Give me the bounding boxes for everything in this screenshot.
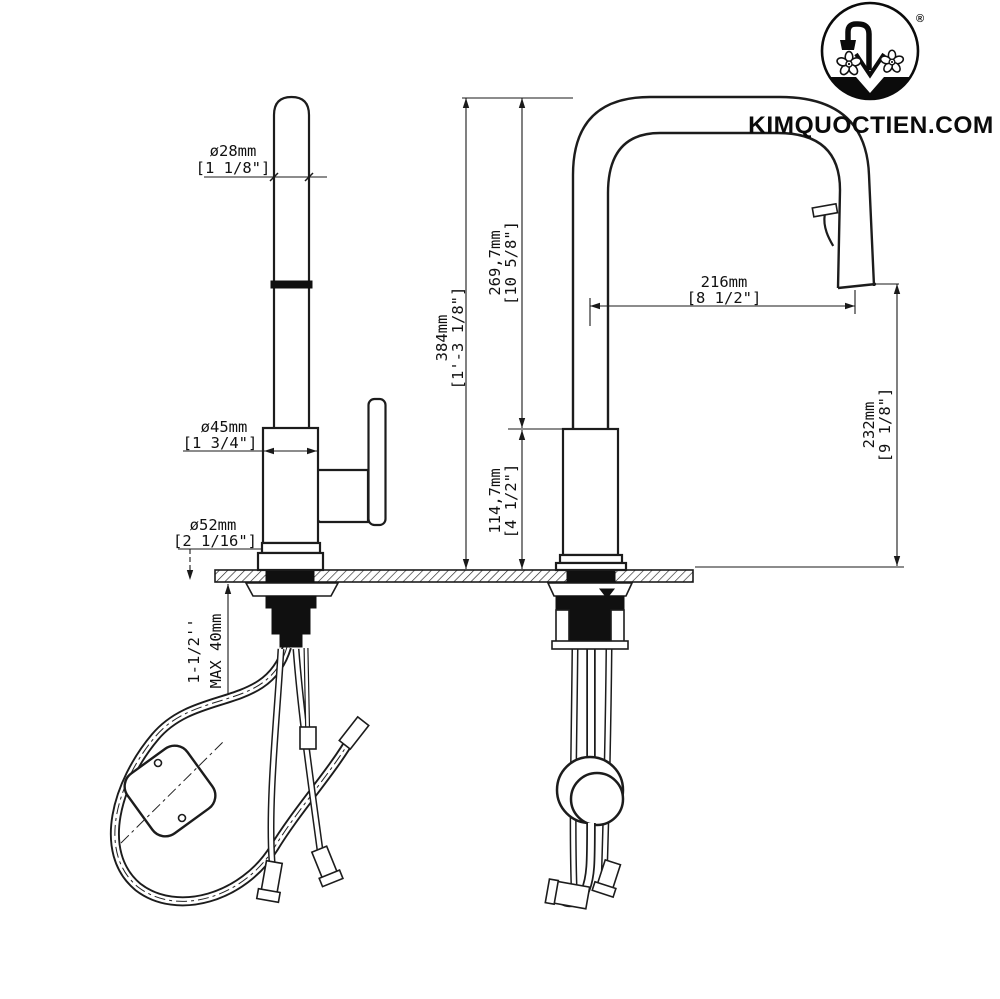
mounting-bracket-plate <box>120 740 225 844</box>
handle-lever <box>367 397 387 527</box>
faucet-body-front <box>561 427 620 557</box>
label-269-imperial: [10 5/8"] <box>502 221 520 305</box>
dimension-base-diameter: ø52mm [2 1/16"] <box>173 516 262 580</box>
label-114-metric: 114,7mm <box>486 468 504 533</box>
mount-flange <box>551 640 629 650</box>
clip-wedge <box>598 588 616 599</box>
hose-fitting-right <box>591 858 622 899</box>
faucet-side-view <box>256 95 387 572</box>
spout-tube <box>272 95 311 431</box>
hose-clamp <box>338 715 370 751</box>
label-216-metric: 216mm <box>701 273 748 291</box>
faucet-front-view <box>554 95 877 572</box>
under-counter-right-assembly <box>544 582 634 910</box>
spray-head-clip <box>811 202 839 247</box>
dimension-spout-tube-diameter: ø28mm [1 1/8"] <box>196 142 327 182</box>
hose-end-hook <box>544 822 622 910</box>
dimension-spout-reach: 216mm [8 1/2"] <box>589 273 856 326</box>
base-step <box>260 541 322 555</box>
dimension-body-height: 114,7mm [4 1/2"] <box>486 428 563 569</box>
label-d28-imperial: [1 1/8"] <box>196 159 271 177</box>
spout-joint-band <box>270 280 313 289</box>
center-rod <box>299 647 317 750</box>
base-step-right <box>558 553 624 565</box>
label-232-imperial: [9 1/8"] <box>876 388 894 463</box>
supply-hose-right <box>292 648 344 888</box>
spray-head-outlet <box>837 282 877 290</box>
dimension-deck-thickness: 1-1/2'' MAX 40mm <box>185 584 232 694</box>
countertop <box>214 569 694 583</box>
label-114-imperial: [4 1/2"] <box>502 464 520 539</box>
label-384-imperial: [1'-3 1/8"] <box>449 287 467 390</box>
label-384-metric: 384mm <box>433 315 451 362</box>
gasket-right <box>566 569 616 583</box>
pull-down-hose-loop <box>110 645 357 907</box>
lock-nut <box>265 595 317 609</box>
label-d52-imperial: [2 1/16"] <box>173 532 257 550</box>
mount-bolt-left <box>555 609 570 644</box>
hose-fitting-left <box>544 878 591 910</box>
label-216-imperial: [8 1/2"] <box>687 289 762 307</box>
dimension-upper-spout-height: 269,7mm [10 5/8"] <box>486 98 526 428</box>
faucet-body-side <box>261 426 320 545</box>
gasket-left <box>265 569 315 583</box>
spout-outer-curve <box>571 95 876 429</box>
brand-logo: ® <box>820 1 924 101</box>
label-269-metric: 269,7mm <box>486 230 504 295</box>
shank <box>279 633 303 648</box>
base-flange-right <box>554 561 628 572</box>
spout-inner-curve <box>606 131 842 429</box>
washer-plate <box>244 582 340 597</box>
label-d45-metric: ø45mm <box>201 418 248 436</box>
lock-nut-body <box>271 607 311 635</box>
dimension-outlet-height: 232mm [9 1/8"] <box>695 283 904 568</box>
lock-nut-right <box>555 595 625 611</box>
brand-text: KIMQUOCTIEN.COM <box>748 112 994 139</box>
label-232-metric: 232mm <box>860 402 878 449</box>
dimension-body-diameter: ø45mm [1 3/4"] <box>183 418 317 455</box>
label-d28-metric: ø28mm <box>210 142 257 160</box>
label-d45-imperial: [1 3/4"] <box>183 434 258 452</box>
label-max40-line2: MAX 40mm <box>207 614 225 689</box>
hose-weight <box>555 755 625 827</box>
label-max40-line1: 1-1/2'' <box>185 618 203 683</box>
logo-basin-notch <box>856 77 884 93</box>
base-flange <box>256 551 325 572</box>
mount-bolt-right <box>610 609 625 644</box>
registered-mark: ® <box>916 13 924 25</box>
washer-plate-right <box>546 582 634 597</box>
dimension-overall-height: 384mm [1'-3 1/8"] <box>433 97 573 569</box>
lock-nut-right-body <box>568 609 612 644</box>
label-d52-metric: ø52mm <box>190 516 237 534</box>
under-counter-left-assembly <box>110 582 370 907</box>
supply-hose-left <box>255 648 285 904</box>
